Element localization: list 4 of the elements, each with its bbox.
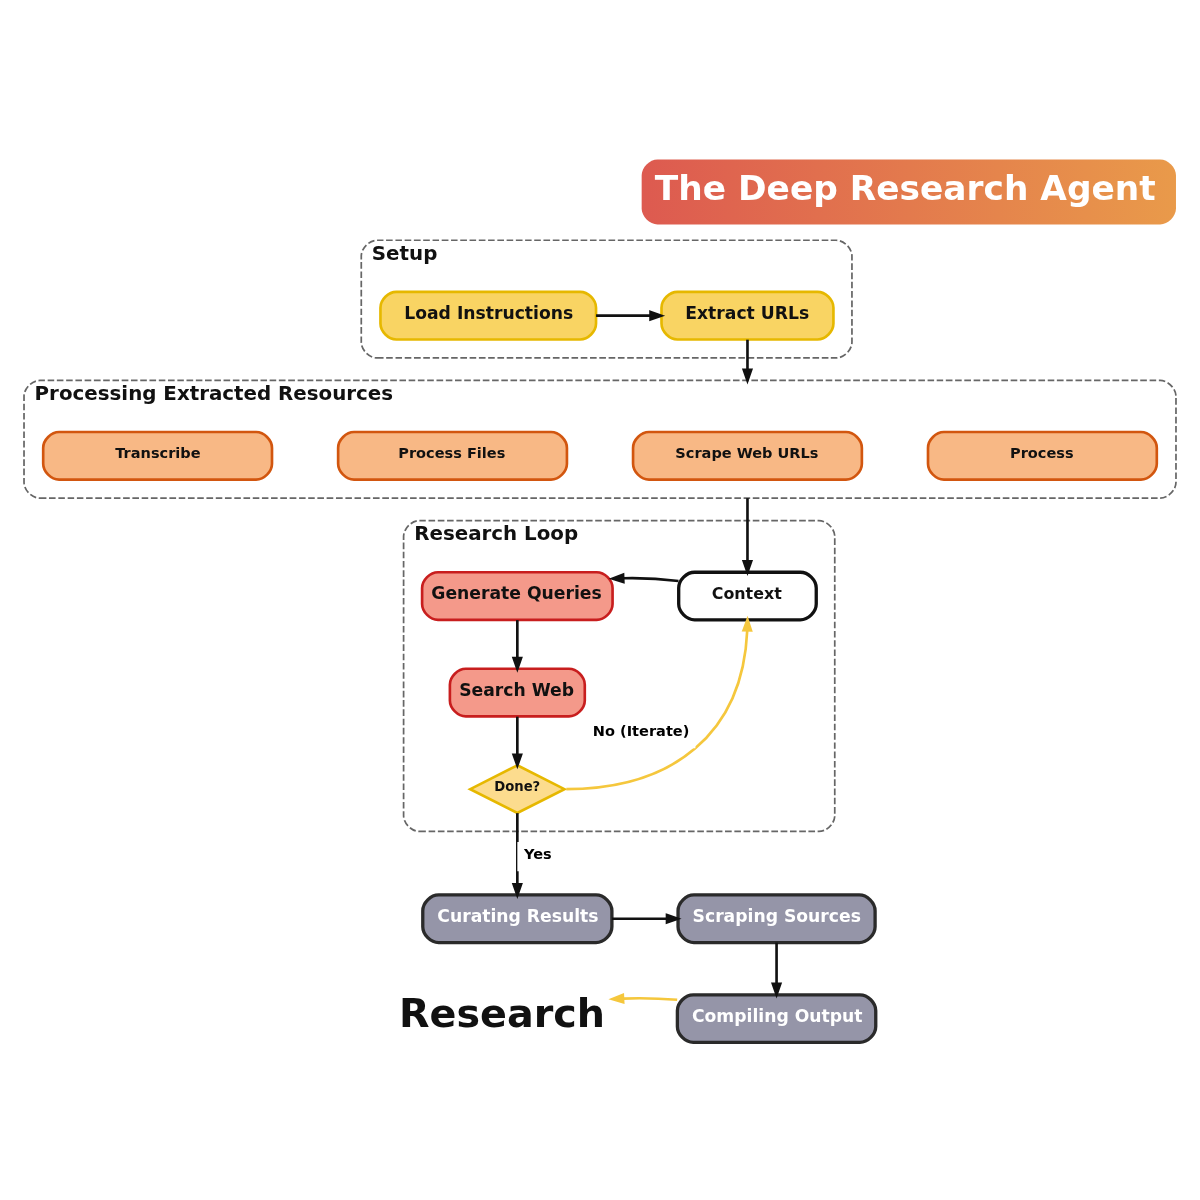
edge-label: No (Iterate) xyxy=(592,723,690,740)
node-text: Research xyxy=(398,990,605,1037)
diagram-title: The Deep Research Agent xyxy=(654,167,1156,208)
edge-label: Yes xyxy=(523,845,552,862)
